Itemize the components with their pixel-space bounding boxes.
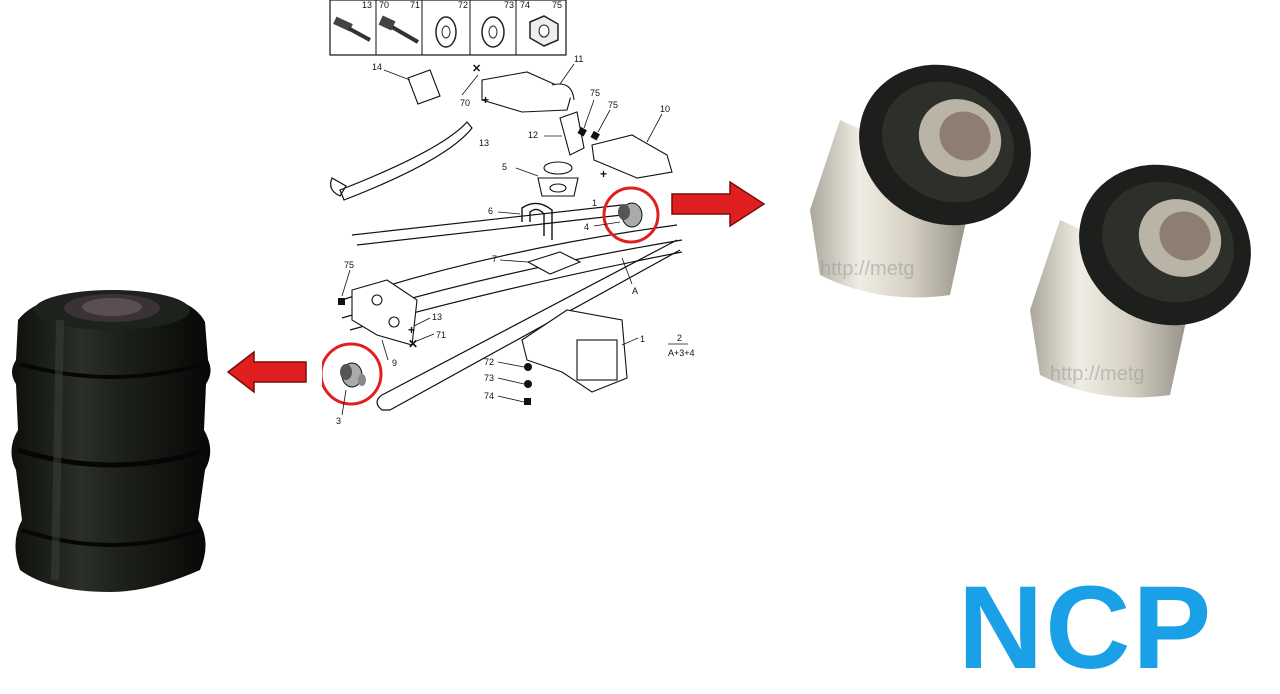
callout-73: 73 bbox=[484, 373, 494, 383]
callout-72: 72 bbox=[484, 357, 494, 367]
callout-75-b: 75 bbox=[608, 100, 618, 110]
bushing-3 bbox=[340, 362, 366, 388]
callout-70: 70 bbox=[460, 98, 470, 108]
callout-6: 6 bbox=[488, 206, 493, 216]
callout-12: 12 bbox=[528, 130, 538, 140]
flanged-bushing-photo-1: http://metg bbox=[810, 64, 1031, 298]
clamp-14 bbox=[407, 69, 441, 105]
part-label-73: 73 bbox=[504, 0, 514, 10]
logo-letter-p: P bbox=[1132, 562, 1214, 694]
reference-bottom: A+3+4 bbox=[668, 348, 695, 358]
part-label-75: 75 bbox=[552, 0, 562, 10]
callout-71: 71 bbox=[436, 330, 446, 340]
part-label-70: 70 bbox=[379, 0, 389, 10]
washer-icon bbox=[481, 16, 505, 48]
part-label-72: 72 bbox=[458, 0, 468, 10]
ncp-logo: NCP bbox=[958, 568, 1268, 688]
bushing-4 bbox=[618, 202, 643, 228]
callout-9: 9 bbox=[392, 358, 397, 368]
callout-4: 4 bbox=[584, 222, 589, 232]
svg-text:✕: ✕ bbox=[472, 63, 481, 75]
callout-10: 10 bbox=[660, 104, 670, 114]
bolt-long-icon bbox=[378, 15, 419, 44]
callout-A: A bbox=[632, 286, 638, 296]
callout-74: 74 bbox=[484, 391, 494, 401]
shackle-bracket-11 bbox=[481, 71, 575, 113]
shackle-bracket-10 bbox=[591, 134, 673, 179]
svg-text:✕: ✕ bbox=[408, 337, 418, 351]
part-label-13: 13 bbox=[362, 0, 372, 10]
svg-text:+: + bbox=[408, 323, 415, 337]
svg-text:+: + bbox=[482, 93, 489, 107]
rubber-bushing-photo bbox=[11, 290, 211, 592]
logo-letter-c: C bbox=[1045, 562, 1133, 694]
u-bolt-6 bbox=[521, 202, 553, 240]
callout-1-upper: 1 bbox=[592, 198, 597, 208]
hardware-markers: + ✕ + + ✕ bbox=[338, 63, 607, 405]
arrow-left-icon bbox=[226, 350, 307, 394]
callout-7: 7 bbox=[492, 254, 497, 264]
callout-13-top: 13 bbox=[479, 138, 489, 148]
flanged-bushing-photo-2: http://metg bbox=[1030, 164, 1251, 398]
reference-top: 2 bbox=[677, 333, 682, 343]
part-label-71: 71 bbox=[410, 0, 420, 10]
bump-stop-5 bbox=[537, 161, 579, 197]
callout-13-bottom: 13 bbox=[432, 312, 442, 322]
axle-plate-7 bbox=[526, 251, 582, 275]
part-label-74: 74 bbox=[520, 0, 530, 10]
callout-11: 11 bbox=[574, 54, 583, 64]
watermark: http://metg bbox=[820, 258, 915, 280]
axle-seat-1 bbox=[521, 309, 628, 393]
arrow-right-icon bbox=[671, 180, 766, 228]
washer-icon bbox=[435, 16, 457, 48]
logo-letter-n: N bbox=[958, 562, 1046, 694]
shackle-plate-12 bbox=[559, 111, 585, 156]
svg-text:+: + bbox=[600, 167, 607, 181]
callout-75-c: 75 bbox=[344, 260, 354, 270]
callout-1-lower: 1 bbox=[640, 334, 645, 344]
nut-icon bbox=[529, 15, 559, 47]
callout-14: 14 bbox=[372, 62, 382, 72]
watermark: http://metg bbox=[1050, 363, 1145, 385]
callout-3: 3 bbox=[336, 416, 341, 426]
front-hanger-bracket bbox=[351, 279, 418, 346]
callout-5: 5 bbox=[502, 162, 507, 172]
exploded-parts-diagram: 13 70 71 72 73 74 75 bbox=[322, 0, 695, 426]
parts-header-table: 13 70 71 72 73 74 75 bbox=[329, 0, 567, 56]
bolt-icon bbox=[333, 16, 371, 42]
callout-75-a: 75 bbox=[590, 88, 600, 98]
highlight-bushing-4 bbox=[602, 186, 660, 244]
highlight-bushing-3 bbox=[322, 342, 383, 406]
